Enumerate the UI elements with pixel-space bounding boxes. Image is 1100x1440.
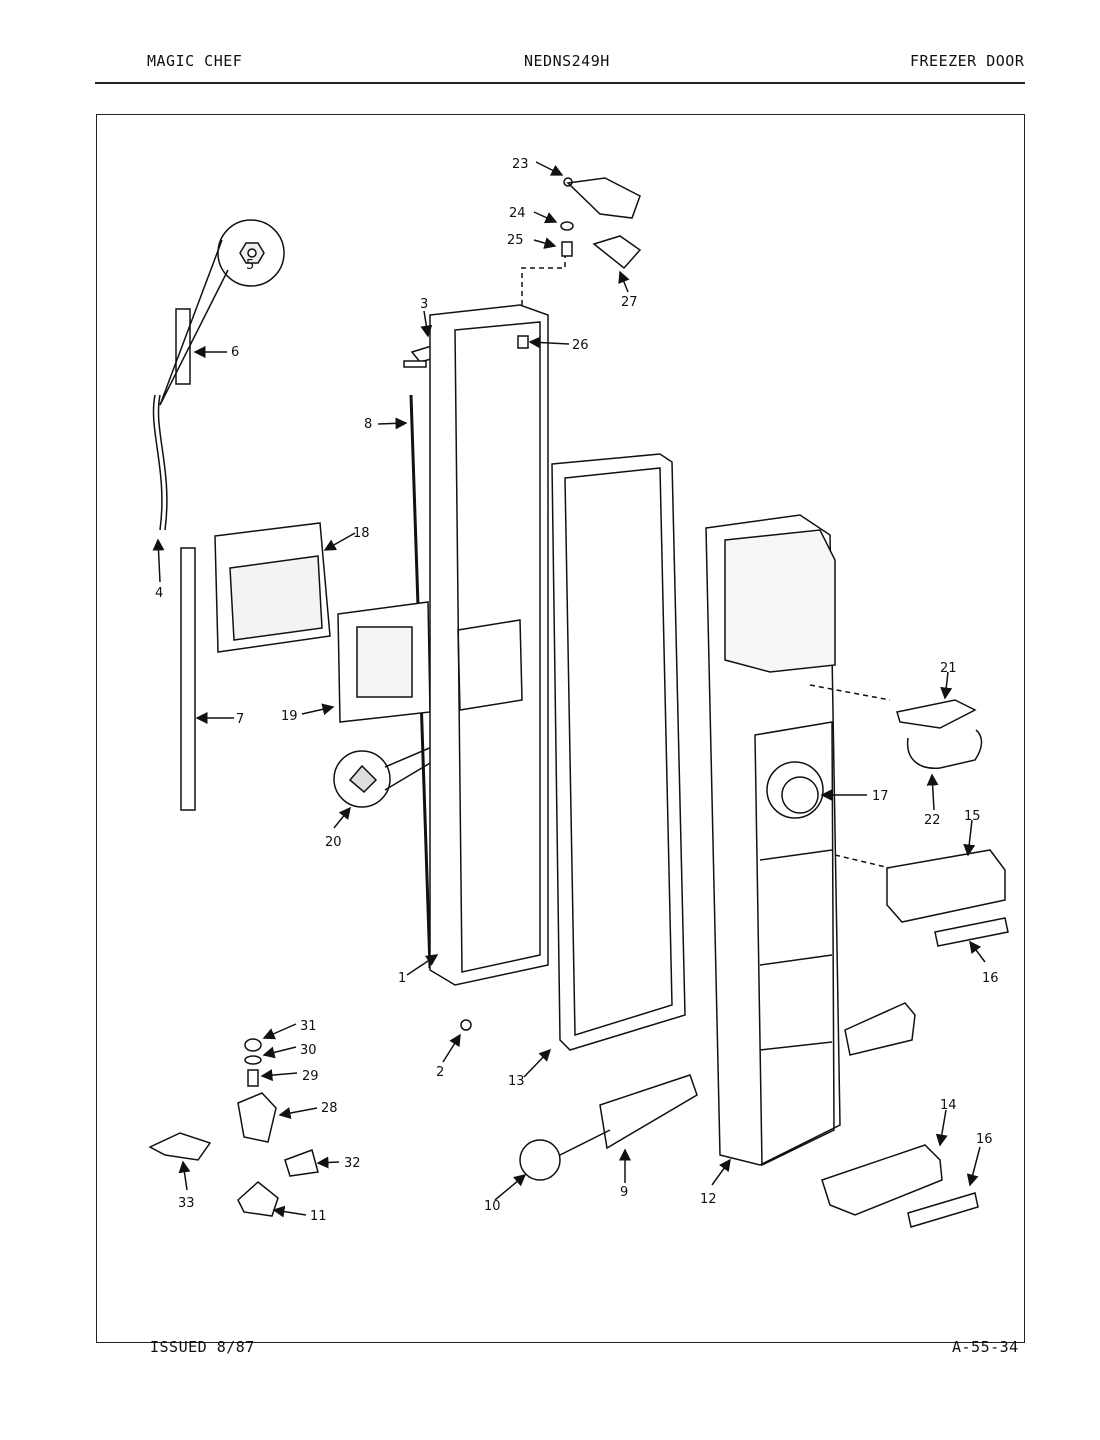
label-part-3: 3 (420, 297, 428, 312)
part-25-screw (561, 241, 573, 257)
part-19-panel (337, 601, 431, 723)
label-part-6: 6 (231, 345, 239, 360)
label-part-29: 29 (302, 1069, 319, 1084)
part-2-plug (460, 1019, 472, 1031)
label-part-2: 2 (436, 1065, 444, 1080)
label-part-33: 33 (178, 1196, 195, 1211)
label-part-16-lower: 16 (976, 1132, 993, 1147)
label-part-9: 9 (620, 1185, 628, 1200)
part-22-cup-holder (906, 729, 983, 769)
label-part-11: 11 (310, 1209, 327, 1224)
part-15-shelf-bin (886, 849, 1006, 923)
header-brand: MAGIC CHEF (147, 52, 243, 70)
part-33-plate (148, 1132, 212, 1161)
label-part-22: 22 (924, 813, 941, 828)
header-model: NEDNS249H (524, 52, 610, 70)
part-32-clip (284, 1149, 319, 1177)
label-part-7: 7 (236, 712, 244, 727)
label-part-27: 27 (621, 295, 638, 310)
shelf-rail (844, 1002, 916, 1056)
label-part-21: 21 (940, 661, 957, 676)
part-26-bushing (517, 335, 529, 349)
label-part-25: 25 (507, 233, 524, 248)
label-part-10: 10 (484, 1199, 501, 1214)
footer-page-code: A-55-34 (952, 1338, 1019, 1356)
part-4-harness (152, 394, 163, 531)
label-part-4: 4 (155, 586, 163, 601)
label-part-1: 1 (398, 971, 406, 986)
part-10-detail (519, 1139, 561, 1181)
label-part-20: 20 (325, 835, 342, 850)
label-part-28: 28 (321, 1101, 338, 1116)
part-7-trim (180, 547, 196, 811)
part-9-handle-bracket (599, 1074, 698, 1150)
part-21-dispenser-cup (896, 699, 977, 729)
label-part-32: 32 (344, 1156, 361, 1171)
label-part-17: 17 (872, 789, 889, 804)
header-rule (95, 82, 1025, 84)
label-part-14: 14 (940, 1098, 957, 1113)
part-28-bracket (237, 1092, 277, 1143)
part-11-cam (237, 1181, 279, 1217)
label-part-30: 30 (300, 1043, 317, 1058)
label-part-18: 18 (353, 526, 370, 541)
part-12-door-panel (705, 514, 841, 1167)
part-16-strip-upper (934, 917, 1009, 947)
label-part-15: 15 (964, 809, 981, 824)
part-27-hinge-plate (592, 235, 642, 270)
footer-issued: ISSUED 8/87 (150, 1338, 255, 1356)
label-part-24: 24 (509, 206, 526, 221)
part-6-trim (175, 308, 191, 385)
part-14-lower-bin (821, 1144, 943, 1216)
label-part-16-upper: 16 (982, 971, 999, 986)
label-part-8: 8 (364, 417, 372, 432)
part-18-dispenser-frame (214, 522, 331, 653)
header-section: FREEZER DOOR (910, 52, 1025, 70)
label-part-12: 12 (700, 1192, 717, 1207)
parts-29-31-fasteners (244, 1038, 262, 1087)
label-part-23: 23 (512, 157, 529, 172)
label-part-26: 26 (572, 338, 589, 353)
label-part-13: 13 (508, 1074, 525, 1089)
label-part-5: 5 (246, 258, 254, 273)
part-16-strip-lower (907, 1192, 979, 1228)
part-13-gasket (551, 453, 686, 1051)
label-part-31: 31 (300, 1019, 317, 1034)
label-part-19: 19 (281, 709, 298, 724)
part-1-door-liner (429, 304, 549, 986)
diagram-frame (96, 114, 1025, 1343)
part-23-top-hinge (563, 177, 641, 219)
part-24-washer (560, 221, 574, 231)
